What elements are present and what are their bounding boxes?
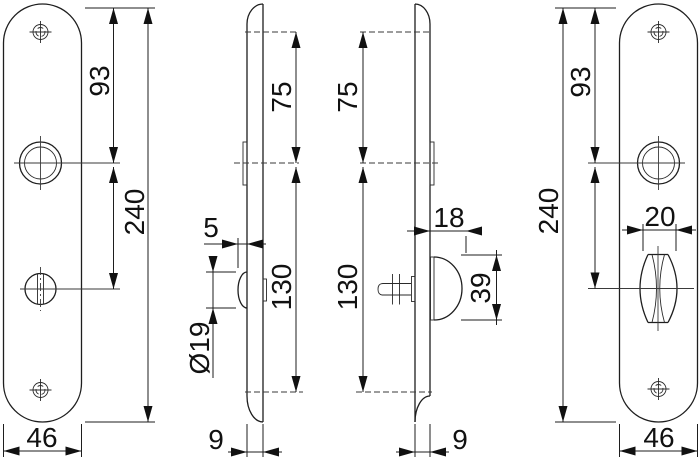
dim-label-39: 39 (465, 272, 496, 303)
dim-label-240: 240 (119, 189, 150, 236)
right-plate-outline (618, 3, 699, 423)
dim-240-left: 240 (119, 8, 153, 422)
dim-39-turn: 39 (461, 250, 502, 325)
screw-hole-bottom-left-icon (29, 379, 52, 401)
right-plate-side-view: 75 130 18 39 (332, 3, 502, 457)
dim-93-left: 93 (84, 8, 118, 163)
dim-label-9-right: 9 (452, 424, 468, 455)
dim-label-20: 20 (644, 201, 675, 232)
dim-9-right: 9 (396, 424, 468, 457)
lever-collar-profile (429, 141, 435, 186)
dim-label-240: 240 (533, 188, 564, 235)
left-plate-side-view: 75 130 5 Ø19 (184, 3, 303, 457)
key-cylinder-bump (237, 271, 248, 309)
dim-20-knob: 20 (622, 201, 696, 251)
thumbturn-dome-profile (430, 256, 463, 321)
turn-spindle-profile (377, 274, 416, 305)
dim-label-18: 18 (433, 202, 464, 233)
profile-top-cap (246, 3, 264, 25)
dim-93-right: 93 (565, 8, 600, 163)
dim-label-5: 5 (203, 212, 219, 243)
lever-collar-profile (242, 141, 248, 186)
dim-label-46: 46 (643, 422, 674, 453)
profile-top-cap (414, 3, 431, 25)
dim-75-right: 75 (332, 32, 368, 163)
left-plate-outline (2, 3, 83, 423)
dim-9-left: 9 (208, 424, 282, 457)
thumbturn-knob-front (588, 246, 694, 331)
left-plate-front-view: 93 240 46 (2, 3, 155, 457)
right-plate-front-view: 93 240 20 (533, 3, 699, 457)
lever-hole-left (14, 136, 120, 190)
dim-label-130: 130 (266, 264, 297, 311)
dim-label-46: 46 (26, 422, 57, 453)
dim-label-93: 93 (84, 65, 115, 96)
lever-hole-right (588, 136, 685, 190)
screw-hole-top-right-icon (647, 21, 670, 43)
profile-bottom-cap (414, 395, 431, 423)
dim-130-left: 130 (266, 167, 301, 392)
dim-18-protrusion: 18 (407, 202, 482, 253)
dim-segment-lever-to-key (109, 167, 118, 289)
dim-label-9-left: 9 (208, 424, 224, 455)
dim-75-left: 75 (266, 32, 301, 163)
dim-130-right: 130 (332, 167, 368, 392)
dim-label-93: 93 (565, 66, 596, 97)
profile-bottom-cap (246, 395, 264, 423)
dim-46-right: 46 (619, 422, 698, 457)
screw-hole-bottom-right-icon (647, 378, 670, 400)
dim-dia19-bump: Ø19 (184, 256, 236, 378)
dim-segment-lever-to-turn (590, 167, 600, 289)
screw-hole-top-left-icon (29, 21, 52, 43)
dim-240-right: 240 (533, 8, 568, 422)
key-slot-hole-left (20, 267, 120, 311)
dim-label-130: 130 (332, 264, 363, 311)
dim-label-dia19: Ø19 (184, 322, 215, 375)
dim-label-75: 75 (332, 81, 363, 112)
dim-46-left: 46 (3, 422, 82, 457)
dim-label-75: 75 (266, 81, 297, 112)
back-nut (262, 278, 267, 302)
dim-5-bump: 5 (203, 212, 266, 268)
